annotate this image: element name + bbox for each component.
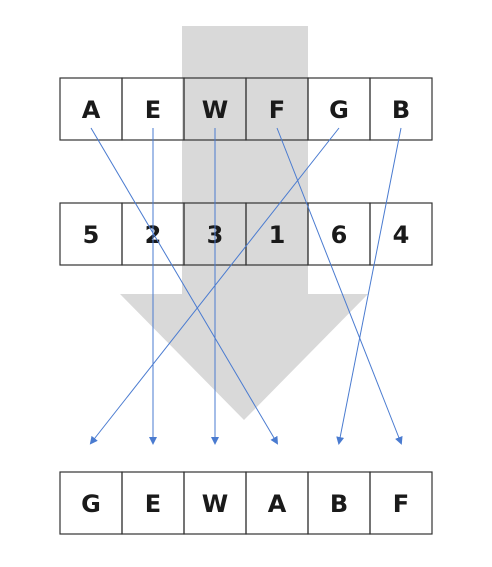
key-cell-box: [369, 202, 433, 266]
source-cell-label: E: [145, 96, 161, 124]
source-cell-label: G: [329, 96, 349, 124]
key-cell-label: 6: [331, 221, 348, 249]
source-cell-label: F: [269, 96, 285, 124]
source-cell-box: [369, 77, 433, 141]
mapping-arrow: [90, 127, 279, 445]
big-down-arrow: [120, 26, 368, 420]
result-cell-label: G: [81, 490, 101, 518]
mapping-arrow: [336, 127, 402, 445]
result-cell-label: W: [202, 490, 228, 518]
key-cell-label: 4: [393, 221, 410, 249]
source-cell-label: W: [202, 96, 228, 124]
result-cell-box: [369, 471, 433, 535]
result-cell-label: A: [268, 490, 287, 518]
key-cell-label: 5: [83, 221, 100, 249]
key-cell-label: 1: [269, 221, 286, 249]
source-cell-label: B: [392, 96, 410, 124]
mapping-arrow: [89, 127, 340, 445]
result-cell-label: E: [145, 490, 161, 518]
result-cell-label: F: [393, 490, 409, 518]
mapping-arrows: [89, 127, 403, 445]
source-cell-label: A: [82, 96, 101, 124]
result-cell-label: B: [330, 490, 348, 518]
